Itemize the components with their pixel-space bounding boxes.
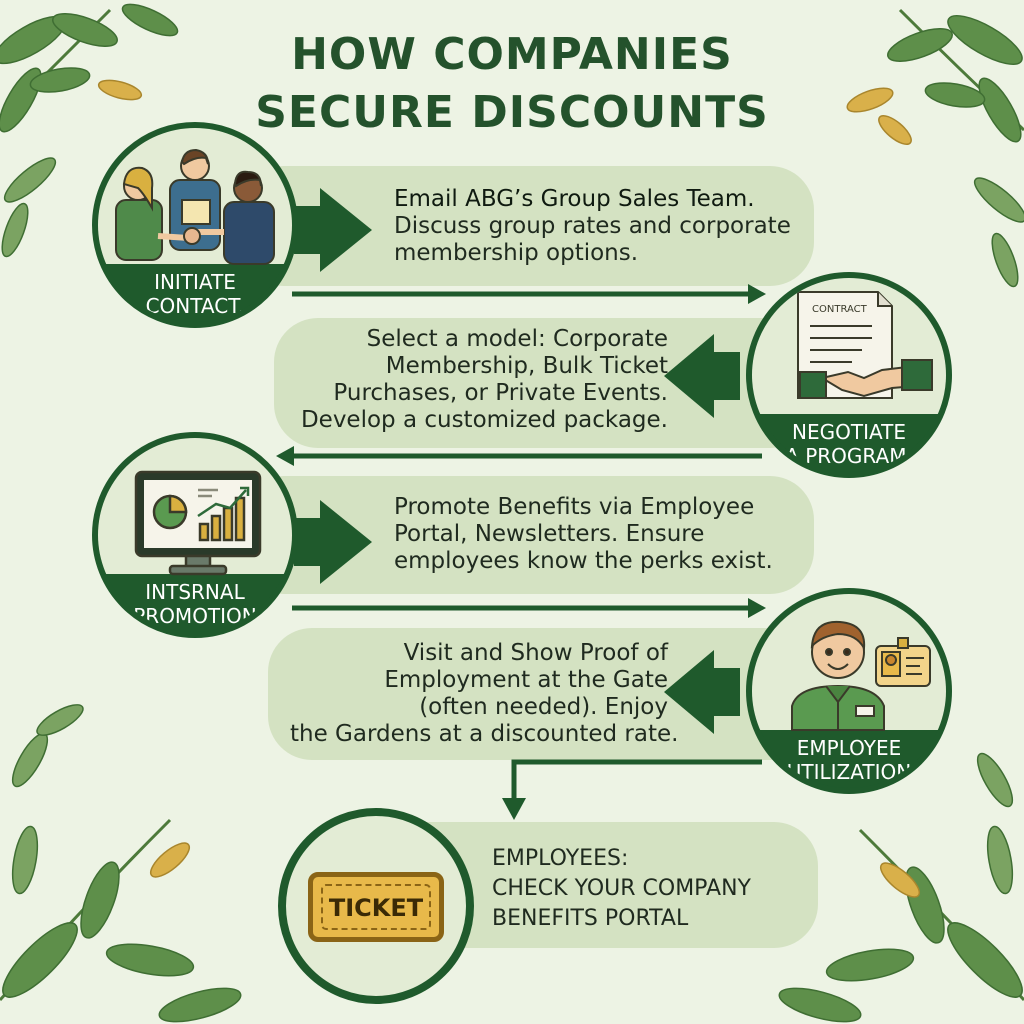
step-3-text-line: employees know the perks exist. — [394, 548, 773, 574]
final-text: EMPLOYEES: CHECK YOUR COMPANY BENEFITS P… — [492, 844, 751, 934]
step-2-text-line: Purchases, or Private Events. — [333, 380, 668, 406]
page-title: HOW COMPANIES SECURE DISCOUNTS — [200, 26, 824, 142]
title-line-2: SECURE DISCOUNTS — [255, 87, 769, 138]
step-4-text-line: the Gardens at a discounted rate. — [290, 721, 679, 747]
ticket-icon: TICKET — [308, 872, 444, 942]
step-4-text: Visit and Show Proof of Employment at th… — [290, 640, 679, 748]
step-3-circle: INTSRNAL PROMOTION — [92, 432, 298, 638]
step-1-text-line: Email ABG’s Group Sales Team. — [394, 186, 755, 212]
step-3-label-line: PROMOTION — [133, 604, 257, 628]
step-4-label: EMPLOYEE UTILIZATION — [752, 736, 946, 784]
step-4-text-line: Visit and Show Proof of — [403, 640, 668, 666]
title-line-1: HOW COMPANIES — [291, 29, 733, 80]
final-text-line: CHECK YOUR COMPANY — [492, 876, 751, 901]
handshake-meeting-icon — [115, 148, 275, 265]
step-1-text: Email ABG’s Group Sales Team. Discuss gr… — [394, 186, 791, 267]
step-2-label-line: A PROGRAM. — [785, 444, 913, 468]
step-2-label: NEGOTIATE A PROGRAM. — [752, 420, 946, 468]
step-1-label: INITIATE CONTACT. — [98, 270, 292, 318]
computer-chart-icon — [134, 470, 262, 576]
step-4-text-line: (often needed). Enjoy — [419, 694, 668, 720]
step-3-label-line: INTSRNAL — [145, 580, 245, 604]
arrow-down-icon — [502, 798, 526, 820]
final-circle: TICKET — [278, 808, 474, 1004]
employee-badge-icon — [791, 620, 931, 731]
final-text-line: BENEFITS PORTAL — [492, 906, 689, 931]
step-2-text: Select a model: Corporate Membership, Bu… — [290, 326, 668, 434]
step-1-text-line: Discuss group rates and corporate — [394, 213, 791, 239]
final-text-line: EMPLOYEES: — [492, 846, 629, 871]
step-1-text-line: membership options. — [394, 240, 639, 266]
step-2-text-line: Membership, Bulk Ticket — [385, 353, 668, 379]
step-3-text-line: Portal, Newsletters. Ensure — [394, 521, 705, 547]
step-2-text-line: Select a model: Corporate — [366, 326, 668, 352]
step-2-circle: CONTRACT NEGOTIATE A PROGRAM. — [746, 272, 952, 478]
step-2-text-line: Develop a customized package. — [300, 407, 668, 433]
step-3-label: INTSRNAL PROMOTION — [98, 580, 292, 628]
step-1-label-line: INITIATE — [154, 270, 236, 294]
step-4-label-line: UTILIZATION — [786, 760, 912, 784]
step-3-text-line: Promote Benefits via Employee — [394, 494, 755, 520]
step-3-text: Promote Benefits via Employee Portal, Ne… — [394, 494, 773, 575]
step-2-label-line: NEGOTIATE — [792, 420, 906, 444]
step-4-text-line: Employment at the Gate — [384, 667, 668, 693]
step-4-label-line: EMPLOYEE — [796, 736, 902, 760]
ticket-text: TICKET — [321, 884, 431, 930]
step-4-circle: EMPLOYEE UTILIZATION — [746, 588, 952, 794]
contract-text: CONTRACT — [812, 304, 868, 315]
contract-handshake-icon: CONTRACT — [797, 291, 933, 399]
step-1-circle: INITIATE CONTACT. — [92, 122, 298, 328]
step-1-label-line: CONTACT. — [145, 294, 245, 318]
